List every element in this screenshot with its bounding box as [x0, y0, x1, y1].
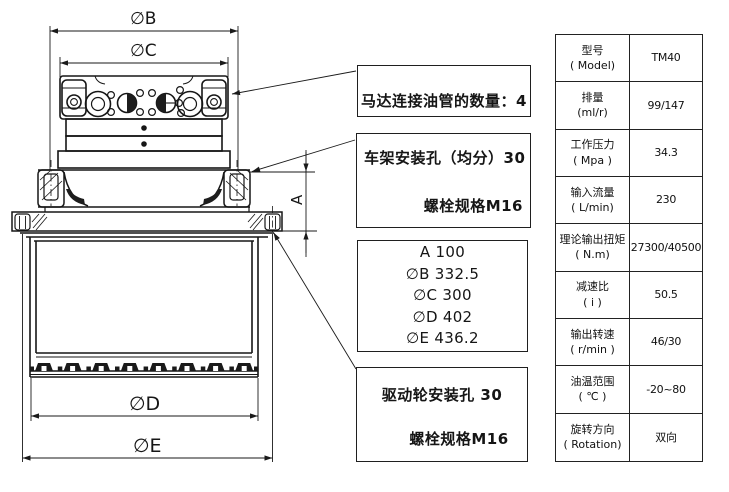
spec-label-zh: 输出转速 [570, 327, 615, 341]
spec-row-value: 230 [630, 177, 702, 225]
drive-holes-line1: 驱动轮安装孔 30 [381, 386, 503, 404]
spec-label-zh: 输入流量 [570, 185, 615, 199]
spec-value: TM40 [651, 51, 681, 65]
spec-value: 27300/40500 [630, 240, 702, 254]
motor-cover [59, 75, 229, 120]
spec-value: 50.5 [654, 288, 678, 302]
drive-drum [20, 232, 274, 378]
dim-e [22, 234, 273, 462]
spec-label-en: ( ℃ ) [578, 390, 607, 404]
spec-row-label: 型号 ( Model) [556, 35, 630, 83]
mounting-flange [37, 160, 251, 212]
spec-label-zh: 工作压力 [570, 138, 615, 152]
spec-label-zh: 油温范围 [570, 375, 615, 389]
spec-row-value: 46/30 [630, 319, 702, 367]
spec-label-en: ( Rotation) [563, 438, 622, 452]
spec-row-label: 工作压力 ( Mpa ) [556, 129, 630, 177]
spec-value: 双向 [655, 430, 677, 444]
dim-e-label: ∅E [133, 435, 162, 457]
spec-label-en: ( L/min) [571, 201, 614, 215]
technical-drawing: ∅B ∅C [11, 9, 357, 462]
spec-row-label: 排量 (ml/r) [556, 82, 630, 130]
spec-label-en: ( Mpa ) [573, 153, 612, 167]
motor-body [57, 118, 231, 169]
dim-b-label: ∅B [130, 9, 156, 29]
spec-value: -20~80 [646, 382, 686, 396]
spec-label-en: ( i ) [583, 295, 602, 309]
callout-drive-wheel-holes: 驱动轮安装孔 30 螺栓规格M16 [356, 367, 528, 462]
callout-dimension-values: A 100 ∅B 332.5 ∅C 300 ∅D 402 ∅E 436.2 [357, 240, 528, 352]
dim-value-c: ∅C 300 [413, 286, 472, 305]
drive-holes-line2: 螺栓规格M16 [409, 430, 509, 448]
spec-value: 99/147 [647, 98, 685, 112]
spec-label-en: ( r/min ) [570, 343, 615, 357]
spec-label-en: (ml/r) [577, 106, 608, 120]
frame-holes-line1: 车架安装孔（均分）30 [364, 149, 526, 167]
spec-value: 34.3 [654, 146, 678, 160]
callout-motor-pipe-count: 马达连接油管的数量：4 [357, 65, 531, 117]
spec-value: 230 [655, 193, 677, 207]
frame-holes-line2: 螺栓规格M16 [423, 197, 523, 215]
spec-value: 46/30 [650, 335, 682, 349]
dim-c [59, 57, 229, 77]
spec-label-zh: 型号 [581, 43, 604, 57]
drum-teeth [30, 363, 258, 371]
dim-a [249, 150, 317, 257]
sprocket-ring [11, 206, 283, 234]
spec-label-en: ( Model) [569, 59, 616, 73]
dim-value-a: A 100 [419, 243, 466, 262]
spec-row-value: 99/147 [630, 82, 702, 130]
dim-d-label: ∅D [129, 393, 160, 415]
dim-c-label: ∅C [130, 41, 157, 61]
dim-value-e: ∅E 436.2 [406, 329, 479, 348]
leader-motor-pipes [231, 70, 357, 96]
spec-row-value: 34.3 [630, 130, 702, 177]
dim-a-label: A [288, 194, 306, 205]
spec-row-value: -20~80 [630, 366, 702, 414]
spec-row-value: 27300/40500 [630, 224, 702, 272]
spec-row-label: 减速比 ( i ) [556, 271, 630, 319]
spec-label-zh: 理论输出扭矩 [559, 233, 626, 247]
dim-b [49, 26, 239, 171]
callout-motor-pipe-count-text: 马达连接油管的数量：4 [361, 92, 527, 110]
spec-row-value: 双向 [630, 414, 702, 461]
spec-row-value: 50.5 [630, 272, 702, 319]
spec-row-value: TM40 [630, 35, 702, 83]
dim-d [30, 378, 259, 421]
leader-drive-holes [273, 232, 357, 370]
dim-value-d: ∅D 402 [412, 307, 473, 326]
dim-value-b: ∅B 332.5 [405, 264, 480, 283]
spec-label-en: ( N.m) [575, 248, 610, 262]
callout-frame-mounting-holes: 车架安装孔（均分）30 螺栓规格M16 [356, 133, 531, 228]
spec-label-zh: 排量 [581, 91, 604, 105]
spec-row-label: 理论输出扭矩 ( N.m) [556, 224, 630, 272]
spec-row-label: 旋转方向 ( Rotation) [556, 413, 630, 461]
spec-row-label: 油温范围 ( ℃ ) [556, 366, 630, 414]
spec-row-label: 输入流量 ( L/min) [556, 176, 630, 225]
spec-table: 型号 ( Model) TM40 排量 (ml/r) 99/147 工作压力 (… [555, 34, 703, 462]
spec-label-zh: 旋转方向 [570, 422, 615, 436]
spec-label-zh: 减速比 [576, 280, 609, 294]
leader-frame-holes [251, 139, 356, 172]
spec-row-label: 输出转速 ( r/min ) [556, 318, 630, 367]
